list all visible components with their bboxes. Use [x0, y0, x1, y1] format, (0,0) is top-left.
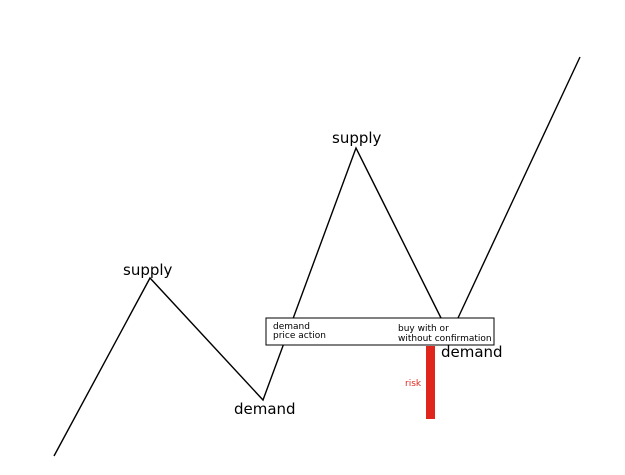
demand-label-bottom: demand: [234, 400, 296, 418]
zone-label-demand: demand: [273, 322, 310, 332]
price-path-line: [53, 146, 442, 457]
risk-bar: [426, 346, 435, 419]
price-path-line-rally: [457, 56, 581, 319]
risk-label: risk: [405, 379, 422, 389]
supply-label-left: supply: [123, 261, 173, 279]
demand-zone-box: [265, 317, 495, 346]
zone-label-without-confirmation: without confirmation: [398, 334, 492, 344]
zone-label-buy-with-or: buy with or: [398, 324, 449, 334]
supply-label-top: supply: [332, 129, 382, 147]
zone-label-price-action: price action: [273, 331, 326, 341]
demand-label-right: demand: [441, 343, 503, 361]
